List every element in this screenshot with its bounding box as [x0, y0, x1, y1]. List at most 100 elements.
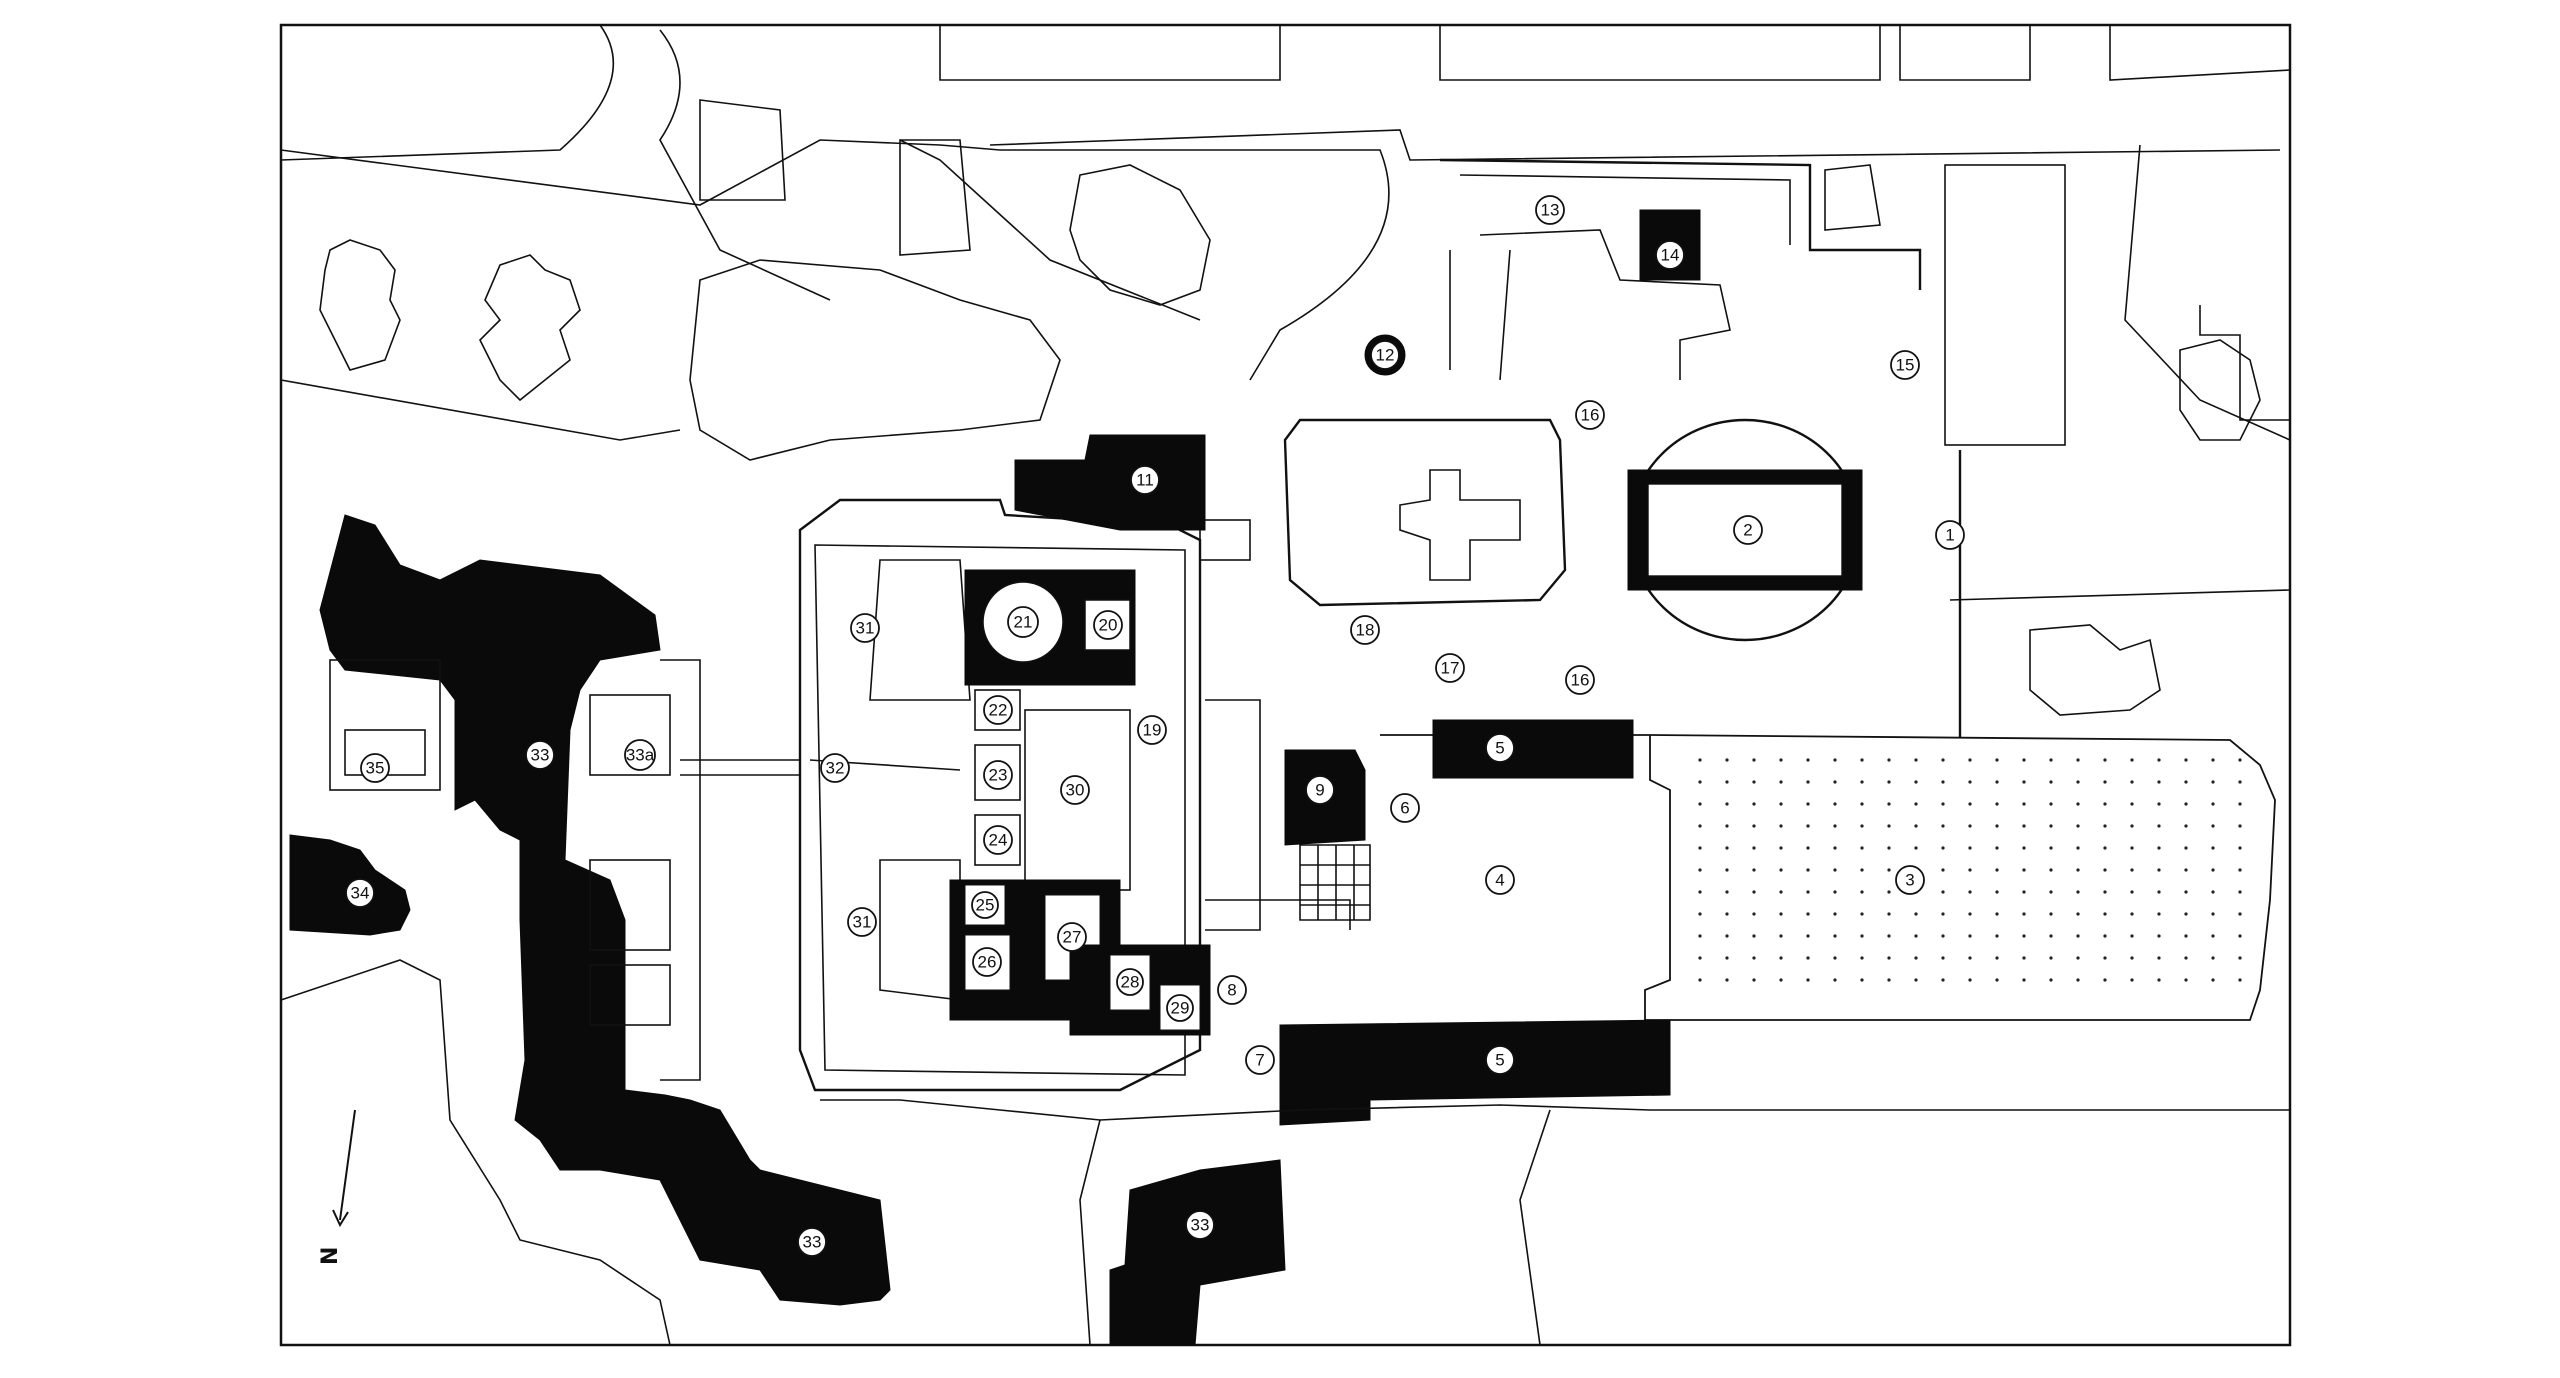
- hall-column: [1995, 780, 1999, 784]
- svg-text:29: 29: [1171, 999, 1190, 1018]
- hall-column: [2211, 978, 2215, 982]
- label-34: 34: [345, 878, 375, 908]
- hall-column: [1995, 824, 1999, 828]
- hall-column: [1806, 824, 1810, 828]
- hall-column: [1725, 956, 1729, 960]
- hall-column: [2211, 890, 2215, 894]
- hall-column: [2184, 912, 2188, 916]
- hall-column: [1941, 978, 1945, 982]
- hall-column: [1779, 758, 1783, 762]
- hall-column: [1806, 868, 1810, 872]
- svg-text:5: 5: [1495, 1051, 1504, 1070]
- label-5-north: 5: [1485, 733, 1515, 763]
- svg-text:33a: 33a: [626, 746, 655, 765]
- hall-column: [1833, 780, 1837, 784]
- label-19: 19: [1137, 715, 1167, 745]
- label-11: 11: [1130, 465, 1160, 495]
- hall-column: [2157, 802, 2161, 806]
- hall-column: [2157, 846, 2161, 850]
- hall-column: [2103, 780, 2107, 784]
- hall-column: [1914, 978, 1918, 982]
- hall-column: [2049, 824, 2053, 828]
- hall-column: [1914, 802, 1918, 806]
- svg-text:2: 2: [1743, 521, 1752, 540]
- hall-column: [2049, 912, 2053, 916]
- hall-column: [2076, 868, 2080, 872]
- wing-33: [319, 514, 891, 1306]
- hall-column: [1968, 846, 1972, 850]
- svg-text:31: 31: [853, 913, 872, 932]
- hall-column: [1833, 758, 1837, 762]
- hall-column: [1752, 846, 1756, 850]
- label-31-north: 31: [850, 613, 880, 643]
- hall-column: [1752, 890, 1756, 894]
- hall-column: [2211, 956, 2215, 960]
- svg-text:34: 34: [351, 884, 370, 903]
- hall-column: [1833, 978, 1837, 982]
- hall-column: [1887, 868, 1891, 872]
- hall-column: [1941, 846, 1945, 850]
- hall-column: [1806, 802, 1810, 806]
- hall-column: [2211, 846, 2215, 850]
- hall-column: [1698, 912, 1702, 916]
- hall-column: [1941, 912, 1945, 916]
- hall-column: [2184, 802, 2188, 806]
- hall-column: [2211, 824, 2215, 828]
- hall-column: [1887, 802, 1891, 806]
- hall-column: [2130, 956, 2134, 960]
- svg-text:6: 6: [1400, 799, 1409, 818]
- hall-column: [2211, 758, 2215, 762]
- hall-column: [1941, 758, 1945, 762]
- hall-column: [1806, 890, 1810, 894]
- hall-column: [2211, 802, 2215, 806]
- hall-column: [1968, 890, 1972, 894]
- hall-column: [2103, 956, 2107, 960]
- hall-column: [1806, 780, 1810, 784]
- hall-column: [1968, 868, 1972, 872]
- hall-column: [2157, 824, 2161, 828]
- hall-column: [1995, 978, 1999, 982]
- hall-column: [1806, 912, 1810, 916]
- hall-column: [2238, 912, 2242, 916]
- svg-text:25: 25: [976, 896, 995, 915]
- hall-column: [1860, 956, 1864, 960]
- svg-text:13: 13: [1541, 201, 1560, 220]
- hall-column: [1887, 824, 1891, 828]
- hall-column: [1941, 802, 1945, 806]
- hall-column: [1779, 824, 1783, 828]
- hall-column: [2238, 758, 2242, 762]
- central-complex: [680, 498, 1351, 1092]
- hall-column: [2076, 846, 2080, 850]
- svg-text:21: 21: [1014, 613, 1033, 632]
- label-23: 23: [983, 760, 1013, 790]
- hall-column: [2022, 912, 2026, 916]
- hall-column: [1968, 824, 1972, 828]
- label-33-main: 33: [525, 740, 555, 770]
- svg-text:9: 9: [1315, 781, 1324, 800]
- north-arrow: N: [318, 1109, 356, 1265]
- ground-lines-south: [280, 959, 2290, 1346]
- hall-column: [2049, 846, 2053, 850]
- label-12: 12: [1370, 340, 1400, 370]
- hall-column: [2157, 912, 2161, 916]
- label-16-a: 16: [1575, 400, 1605, 430]
- building-5-south: [1279, 1019, 1671, 1126]
- svg-text:18: 18: [1356, 621, 1375, 640]
- svg-text:16: 16: [1571, 671, 1590, 690]
- street-blocks-top: [280, 24, 2291, 441]
- hall-column: [1914, 758, 1918, 762]
- hall-column: [1860, 758, 1864, 762]
- hall-column: [1968, 780, 1972, 784]
- hall-column: [2238, 934, 2242, 938]
- hall-column: [1752, 868, 1756, 872]
- svg-text:17: 17: [1441, 659, 1460, 678]
- hall-column: [1752, 956, 1756, 960]
- hall-column: [2022, 890, 2026, 894]
- hall-column: [2103, 824, 2107, 828]
- hall-column: [1887, 780, 1891, 784]
- hall-column: [2049, 978, 2053, 982]
- hall-column: [1725, 912, 1729, 916]
- svg-text:23: 23: [989, 766, 1008, 785]
- hall-column: [1887, 758, 1891, 762]
- hall-column: [1887, 846, 1891, 850]
